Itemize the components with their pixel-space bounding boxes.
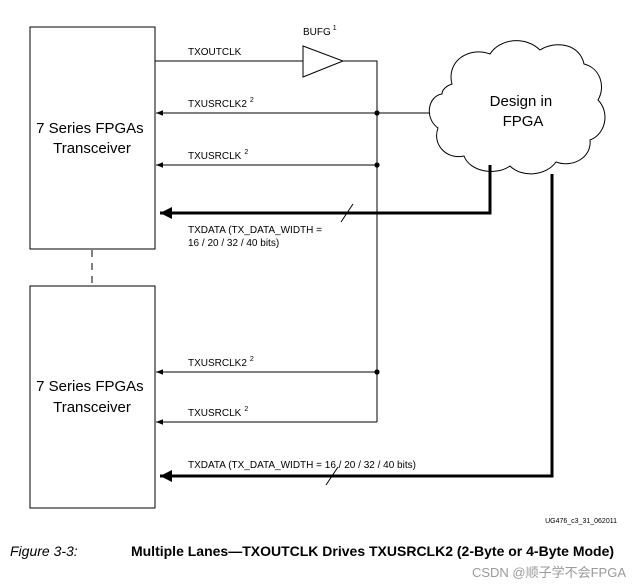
txdata-bus-bottom [160, 174, 554, 482]
txoutclk-label: TXOUTCLK [188, 47, 242, 58]
bus-width-slash [340, 203, 354, 223]
transceiver-label-top-line1: 7 Series FPGAs [36, 120, 144, 137]
junction-dot [374, 110, 380, 116]
design-cloud-label-line2: FPGA [503, 113, 544, 130]
bufg-note: 1 [333, 25, 337, 32]
txusrclk-note-top: 2 [244, 149, 248, 156]
bufg-buffer [302, 45, 345, 78]
transceiver-label-top-line2: Transceiver [53, 140, 131, 157]
txdata-bus-top [160, 165, 492, 219]
txdata-label-bottom: TXDATA (TX_DATA_WIDTH = 16 / 20 / 32 / 4… [188, 460, 416, 471]
bus-width-slash [325, 466, 339, 486]
txusrclk2-note-bottom: 2 [250, 356, 254, 363]
txusrclk2-label-bottom-text: TXUSRCLK2 [188, 358, 247, 369]
txusrclk2-label-top-text: TXUSRCLK2 [188, 99, 247, 110]
transceiver-block-top [29, 26, 156, 250]
design-cloud-label: Design in FPGA [490, 93, 557, 130]
figure-number: Figure 3-3: [10, 543, 78, 559]
transceiver-label-bottom: 7 Series FPGAs Transceiver [36, 378, 148, 416]
transceiver-label-bottom-line2: Transceiver [53, 399, 131, 416]
txusrclk-label-bottom-text: TXUSRCLK [188, 408, 242, 419]
transceiver-label-bottom-line1: 7 Series FPGAs [36, 378, 144, 395]
txusrclk-note-bottom: 2 [244, 406, 248, 413]
txusrclk-label-top-text: TXUSRCLK [188, 151, 242, 162]
document-id: UG476_c3_31_062011 [545, 518, 617, 525]
bufg-output-trunk [343, 60, 378, 422]
txusrclk2-note-top: 2 [250, 97, 254, 104]
junction-dot [374, 369, 380, 375]
design-cloud [428, 40, 606, 175]
transceiver-label-top: 7 Series FPGAs Transceiver [36, 120, 148, 157]
design-cloud-label-line1: Design in [490, 93, 553, 110]
junction-dot [374, 162, 380, 168]
txdata-label-top: TXDATA (TX_DATA_WIDTH = 16 / 20 / 32 / 4… [188, 225, 325, 249]
txdata-label-top-line1: TXDATA (TX_DATA_WIDTH = [188, 225, 322, 236]
figure-title: Multiple Lanes—TXOUTCLK Drives TXUSRCLK2… [130, 543, 615, 559]
transceiver-block-bottom [29, 285, 156, 509]
watermark: CSDN @顺子学不会FPGA [471, 565, 626, 580]
bufg-label-text: BUFG [303, 27, 331, 38]
txdata-label-top-line2: 16 / 20 / 32 / 40 bits) [188, 238, 279, 249]
